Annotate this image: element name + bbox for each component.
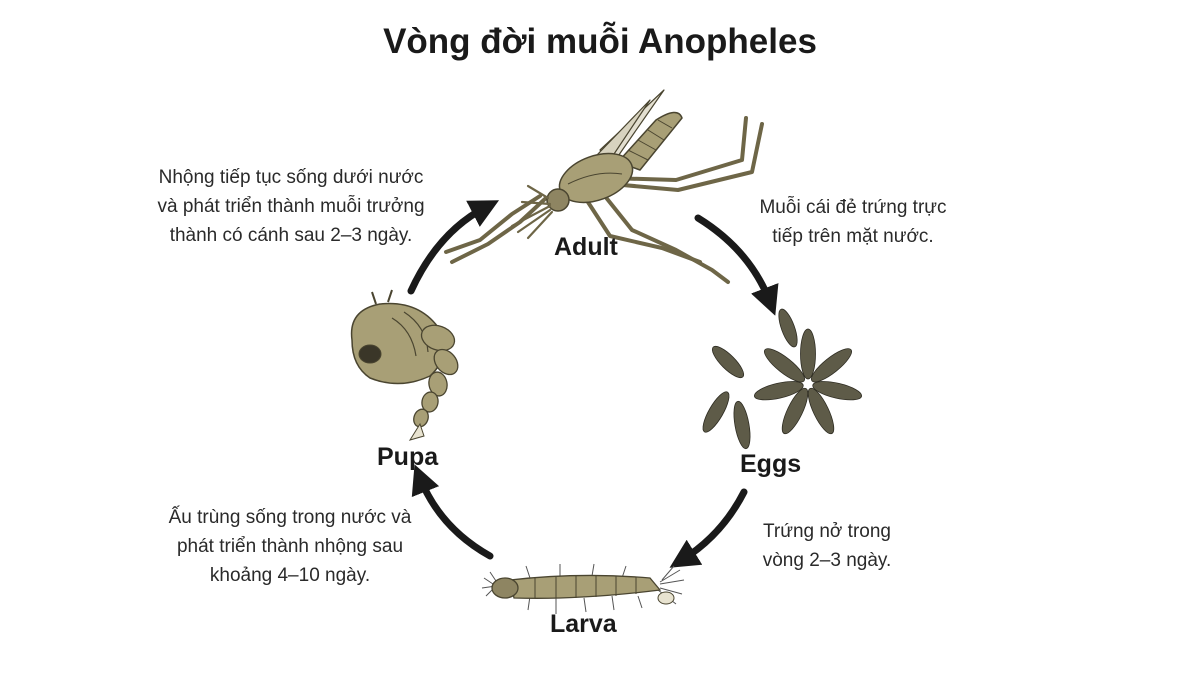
egg xyxy=(800,328,816,380)
egg xyxy=(702,391,730,433)
egg xyxy=(764,348,805,383)
description-pupa-to-adult: Nhộng tiếp tục sống dưới nước và phát tr… xyxy=(157,167,425,246)
egg xyxy=(812,381,863,401)
stage-label-adult: Adult xyxy=(554,233,618,261)
mosquito-eggs-illustration xyxy=(702,308,863,450)
egg xyxy=(733,400,751,450)
arrow-eggs-to-larva xyxy=(669,488,748,568)
mosquito-pupa-illustration xyxy=(350,289,459,441)
egg xyxy=(781,387,809,435)
description-adult-to-eggs: Muỗi cái đẻ trứng trực tiếp trên mặt nướ… xyxy=(759,197,947,247)
egg xyxy=(811,348,852,383)
egg xyxy=(753,381,804,401)
stage-label-pupa: Pupa xyxy=(377,443,439,471)
arrow-adult-to-eggs xyxy=(694,214,779,316)
egg xyxy=(807,387,835,435)
description-larva-to-pupa: Ấu trùng sống trong nước và phát triển t… xyxy=(168,507,412,586)
description-eggs-to-larva: Trứng nở trong vòng 2–3 ngày. xyxy=(762,521,892,571)
arrow-pupa-to-adult xyxy=(407,200,500,295)
stage-label-larva: Larva xyxy=(550,610,617,638)
mosquito-adult-illustration xyxy=(444,89,764,284)
mosquito-larva-illustration xyxy=(481,563,685,614)
egg xyxy=(711,345,745,379)
arrow-larva-to-pupa xyxy=(411,464,494,560)
stage-label-eggs: Eggs xyxy=(740,450,802,478)
diagram-title: Vòng đời muỗi Anopheles xyxy=(383,22,817,61)
egg xyxy=(778,308,798,348)
